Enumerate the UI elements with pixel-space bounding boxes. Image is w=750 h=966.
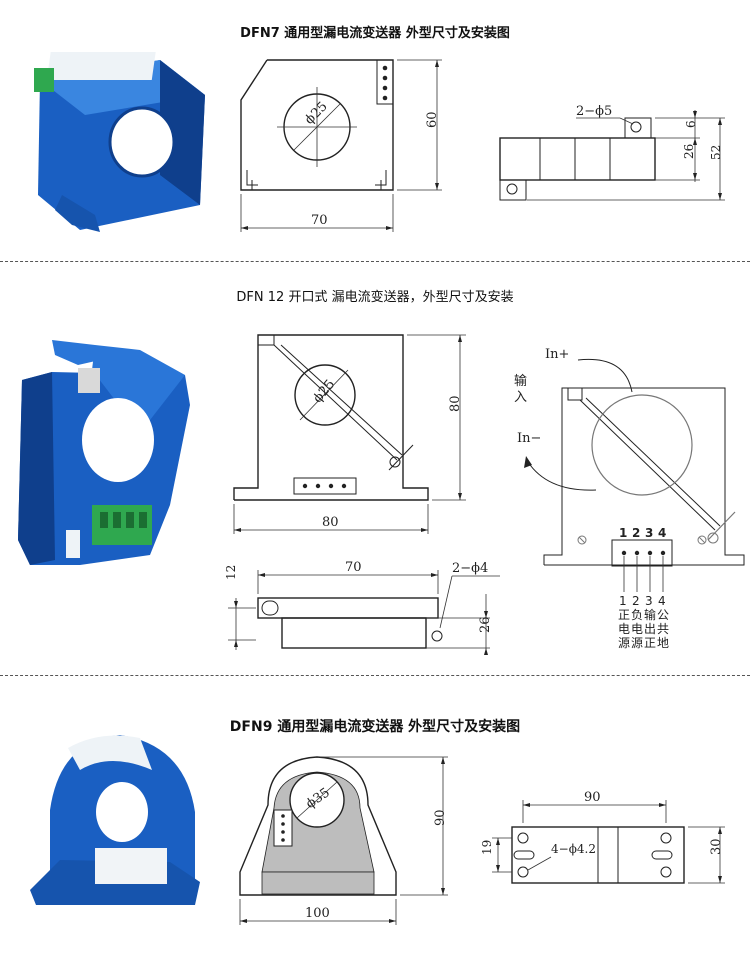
svg-text:4: 4 <box>658 594 666 608</box>
dfn12-in-minus: In− <box>517 431 541 446</box>
dfn7-side-total-dim: 52 <box>709 145 723 160</box>
dfn7-side-top-dim: 6 <box>684 120 698 128</box>
dfn12-pin-2-name: 2 负 电 源 <box>631 594 643 650</box>
svg-text:输: 输 <box>514 373 527 389</box>
dfn9-bottom-left-dim: 19 <box>480 840 494 855</box>
dfn7-height-dim: 60 <box>425 111 440 128</box>
dfn9-title: DFN9 通用型漏电流变送器 外型尺寸及安装图 <box>229 719 521 735</box>
svg-text:源: 源 <box>618 636 630 650</box>
dfn12-pin-3-name: 3 输 出 正 <box>644 594 656 650</box>
svg-text:正: 正 <box>618 608 630 622</box>
svg-text:正: 正 <box>644 636 656 650</box>
dfn12-left-dim: 12 <box>224 565 238 580</box>
dfn12-input-label: 输 入 <box>514 373 527 405</box>
svg-text:负: 负 <box>631 608 643 622</box>
dfn12-pin-4: 4 <box>658 526 666 540</box>
svg-text:入: 入 <box>514 390 527 405</box>
dfn12-title: DFN 12 开口式 漏电流变送器，外型尺寸及安装 <box>236 290 514 305</box>
svg-text:地: 地 <box>657 636 669 650</box>
dfn12-pin-1: 1 <box>619 526 627 540</box>
svg-text:3: 3 <box>645 594 653 608</box>
dfn9-bottom-span-dim: 90 <box>584 790 601 805</box>
dfn7-title: DFN7 通用型漏电流变送器 外型尺寸及安装图 <box>240 26 510 41</box>
dfn9-width-dim: 100 <box>305 906 330 921</box>
svg-text:输: 输 <box>644 607 656 622</box>
svg-text:出: 出 <box>644 622 656 636</box>
svg-text:源: 源 <box>631 636 643 650</box>
dfn12-right-dim: 26 <box>478 616 493 633</box>
divider-1 <box>0 261 750 262</box>
svg-text:1: 1 <box>619 594 627 608</box>
svg-text:电: 电 <box>631 622 643 636</box>
dfn12-pin-1-name: 1 正 电 源 <box>618 594 630 650</box>
dfn12-height-dim: 80 <box>448 395 463 412</box>
dfn9-bottom-right-dim: 30 <box>709 838 724 855</box>
dfn12-mount-hole-dim: 2−ϕ4 <box>452 561 488 576</box>
dfn12-pin-4-name: 4 公 共 地 <box>657 594 669 650</box>
svg-text:公: 公 <box>657 608 669 622</box>
svg-text:电: 电 <box>618 622 630 636</box>
dfn12-width-dim: 80 <box>322 515 339 530</box>
dfn9-height-dim: 90 <box>433 809 448 826</box>
svg-text:共: 共 <box>657 622 669 636</box>
dfn7-width-dim: 70 <box>311 213 328 228</box>
svg-text:2: 2 <box>632 594 640 608</box>
divider-2 <box>0 675 750 676</box>
dfn9-bottom-hole-dim: 4−ϕ4.2 <box>551 842 596 856</box>
dfn12-pin-3: 3 <box>645 526 653 540</box>
dfn7-side-hole-dim: 2−ϕ5 <box>576 104 612 119</box>
dfn12-in-plus: In+ <box>545 347 569 362</box>
dfn12-pin-2: 2 <box>632 526 640 540</box>
dfn7-side-mid-dim: 26 <box>682 144 696 159</box>
dfn12-mount-span-dim: 70 <box>345 560 362 575</box>
